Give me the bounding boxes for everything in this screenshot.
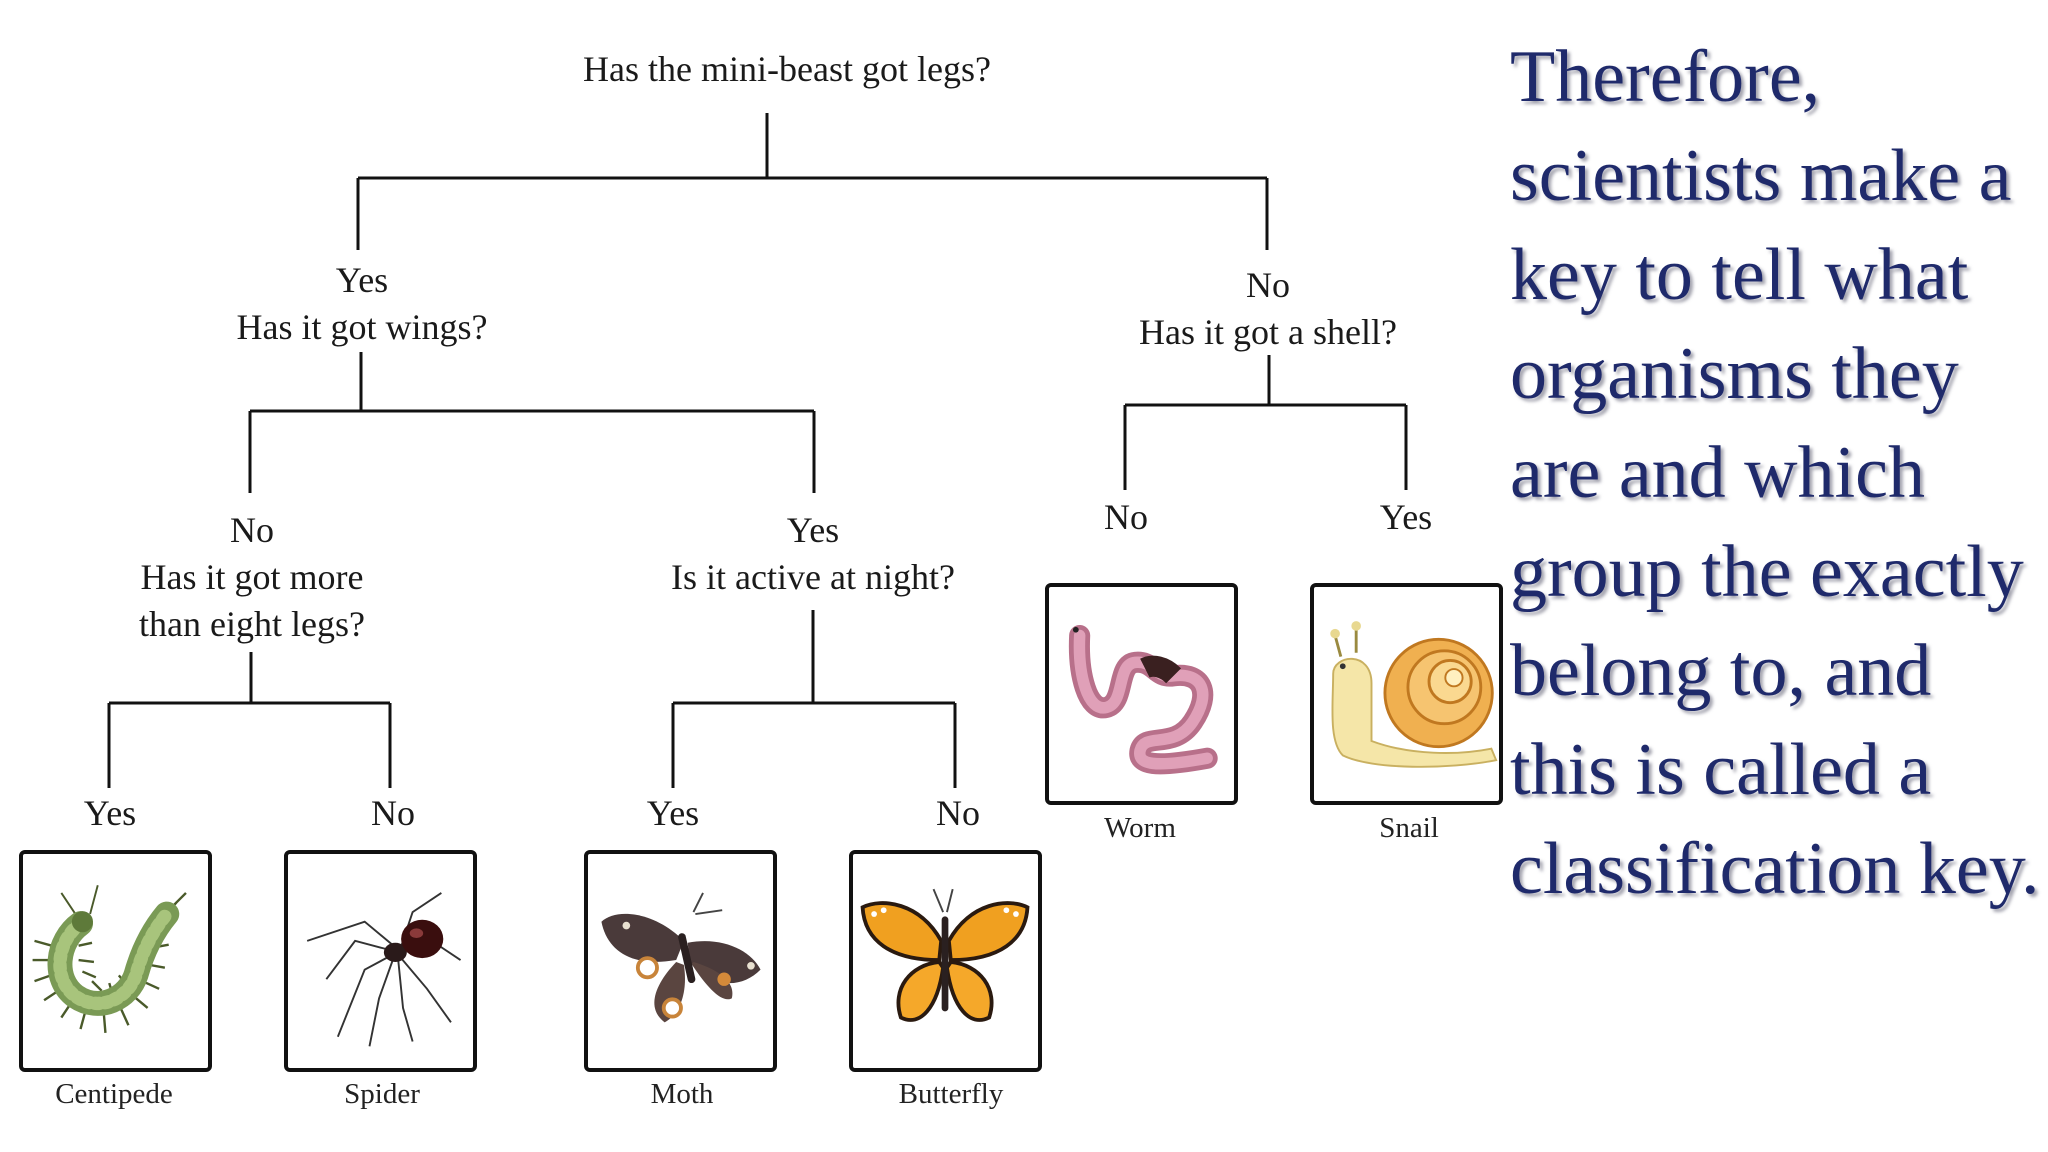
answer-no: No — [1245, 265, 1290, 305]
node-has-shell: No Has it got a shell? — [1139, 262, 1397, 356]
snail-icon — [1330, 621, 1498, 768]
shell-connector — [1123, 355, 1408, 490]
butterfly-icon — [860, 888, 1030, 1022]
node-more-legs: No Has it got more than eight legs? — [139, 507, 365, 648]
moth-icon — [601, 892, 761, 1023]
root-question: Has the mini-beast got legs? — [583, 49, 991, 89]
spider-caption: Spider — [344, 1078, 420, 1110]
moth-card — [584, 850, 777, 1072]
answer-more-legs-no: No — [371, 793, 415, 833]
legs-count-connector — [107, 652, 392, 788]
snail-card — [1310, 583, 1503, 805]
snail-caption: Snail — [1379, 812, 1439, 844]
worm-icon — [1068, 624, 1218, 775]
night-connector — [671, 610, 957, 788]
butterfly-card — [849, 850, 1042, 1072]
node-has-wings: Yes Has it got wings? — [237, 257, 488, 351]
centipede-card — [19, 850, 212, 1072]
spider-card — [284, 850, 477, 1072]
explanation-text: Therefore, scientists make a key to tell… — [1510, 36, 2040, 910]
centipede-caption: Centipede — [55, 1078, 173, 1110]
worm-caption: Worm — [1104, 812, 1176, 844]
worm-card — [1045, 583, 1238, 805]
centipede-icon — [32, 885, 187, 1033]
question-more-legs-line1: Has it got more — [140, 557, 364, 597]
answer-night-yes: Yes — [646, 793, 700, 833]
question-shell: Has it got a shell? — [1139, 312, 1397, 352]
node-active-night: Yes Is it active at night? — [671, 507, 955, 601]
question-night: Is it active at night? — [671, 557, 955, 597]
root-connector — [356, 113, 1269, 250]
answer-shell-no: No — [1104, 497, 1148, 537]
spider-icon — [306, 892, 462, 1047]
answer-yes: Yes — [335, 260, 389, 300]
question-more-legs-line2: than eight legs? — [139, 604, 365, 644]
answer-night-no: No — [936, 793, 980, 833]
answer-shell-yes: Yes — [1379, 497, 1433, 537]
wings-connector — [248, 352, 816, 493]
question-wings: Has it got wings? — [236, 307, 488, 347]
moth-caption: Moth — [650, 1078, 714, 1110]
butterfly-caption: Butterfly — [898, 1078, 1004, 1110]
answer-no: No — [230, 510, 274, 550]
answer-yes: Yes — [786, 510, 840, 550]
answer-more-legs-yes: Yes — [83, 793, 137, 833]
